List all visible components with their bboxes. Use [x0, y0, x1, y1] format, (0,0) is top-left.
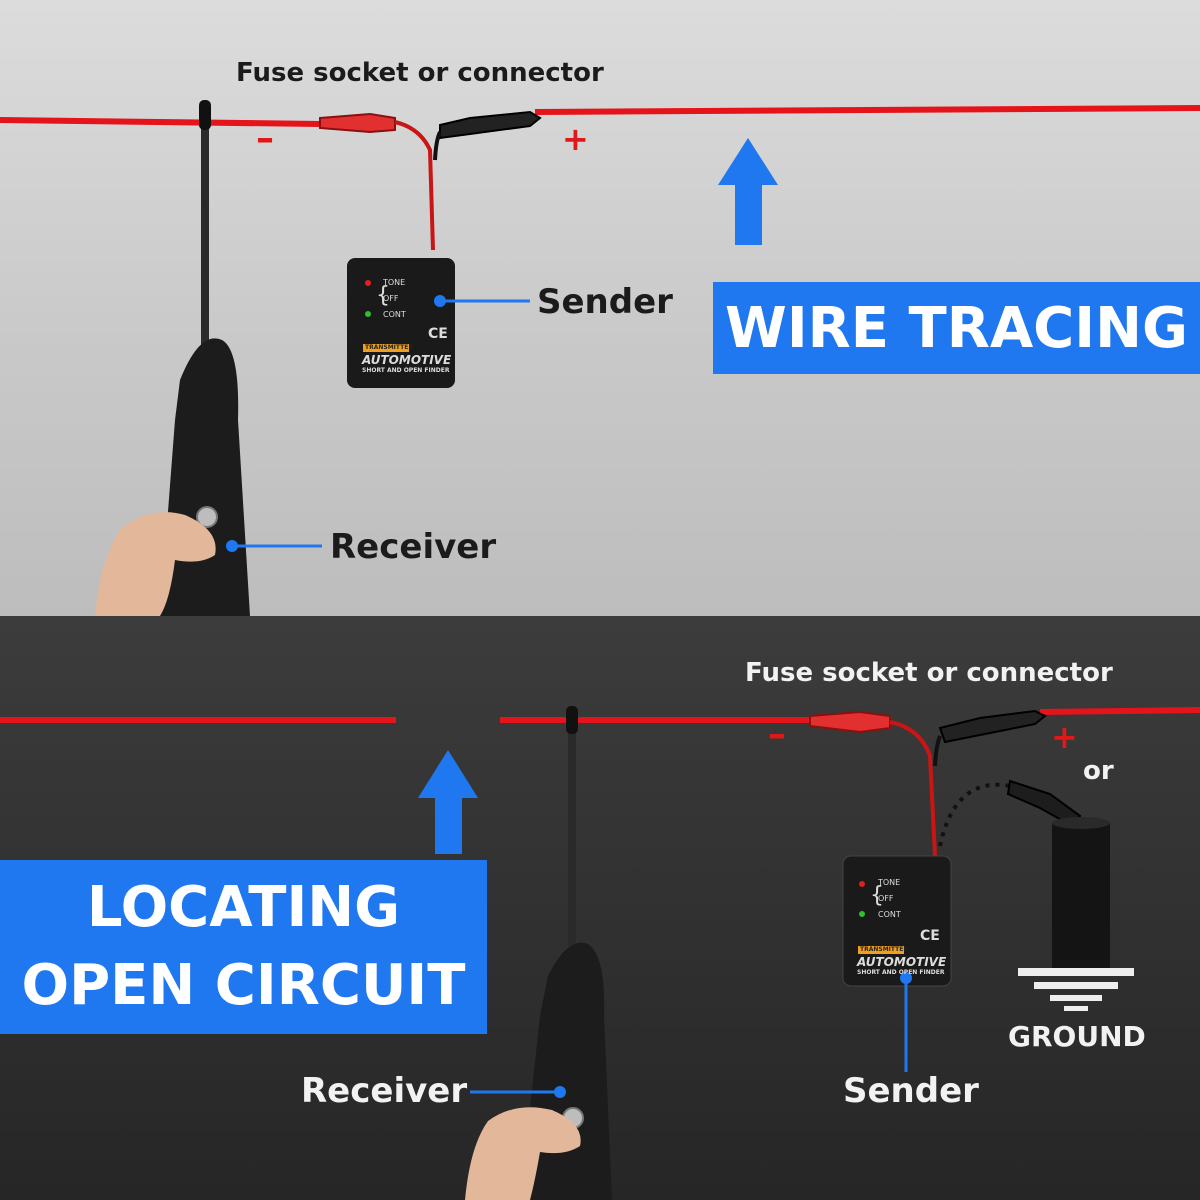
ground-label: GROUND [1008, 1020, 1146, 1053]
banner-line-2: OPEN CIRCUIT [21, 953, 466, 1018]
open-circuit-panel: { Fuse socket or connector – + or GROUND… [0, 616, 1200, 1200]
device-cont-label: CONT [878, 910, 901, 919]
device-brand: AUTOMOTIVE [362, 353, 452, 367]
black-alligator-clip-icon [933, 709, 1047, 767]
black-alligator-clip-icon [433, 110, 542, 161]
open-circuit-illustration: { [0, 706, 1200, 1200]
receiver-device [160, 338, 250, 616]
minus-sign: – [256, 118, 274, 159]
banner-line-1: LOCATING [86, 875, 401, 940]
red-wire-left [0, 117, 321, 127]
device-brand: AUTOMOTIVE [857, 955, 947, 969]
connector-label: Fuse socket or connector [745, 658, 1113, 688]
receiver-button [196, 506, 218, 528]
ce-mark: CE [920, 928, 940, 944]
cont-led-icon [365, 311, 371, 317]
tone-led-icon [859, 881, 865, 887]
device-badge: TRANSMITTER [365, 344, 413, 351]
ground-post [1052, 822, 1110, 968]
hand [95, 512, 216, 616]
plus-sign: + [1051, 718, 1078, 756]
red-alligator-clip-icon [809, 710, 937, 857]
tone-led-icon [365, 280, 371, 286]
device-subtitle: SHORT AND OPEN FINDER [857, 969, 945, 976]
up-arrow-icon [718, 138, 778, 245]
or-label: or [1083, 756, 1114, 786]
wire-tracing-banner: WIRE TRACING [713, 282, 1200, 374]
device-subtitle: SHORT AND OPEN FINDER [362, 367, 450, 374]
svg-text:{: { [870, 883, 884, 908]
receiver-label: Receiver [330, 527, 497, 567]
cont-led-icon [859, 911, 865, 917]
ce-mark: CE [428, 326, 448, 342]
red-alligator-clip-icon [319, 112, 435, 251]
svg-text:{: { [376, 283, 390, 308]
sender-label: Sender [537, 282, 673, 322]
device-tone-label: TONE [383, 278, 406, 287]
device-off-label: OFF [383, 294, 399, 303]
minus-sign: – [768, 714, 786, 755]
device-tone-label: TONE [878, 878, 901, 887]
wire-tracing-illustration: { [0, 100, 1200, 616]
dotted-ground-lead [938, 782, 1011, 847]
red-wire-right [534, 105, 1200, 115]
hand [465, 1107, 581, 1200]
up-arrow-icon [418, 750, 478, 854]
red-wire-right-segment [1039, 707, 1200, 715]
transmitter-badge [858, 946, 904, 954]
wire-tracing-panel: { Fuse socket or connector – + Sender Re… [0, 0, 1200, 616]
sender-device [347, 258, 455, 388]
sender-label: Sender [843, 1071, 979, 1111]
open-circuit-banner: LOCATING OPEN CIRCUIT [0, 860, 487, 1034]
connector-label: Fuse socket or connector [236, 58, 604, 88]
device-cont-label: CONT [383, 310, 406, 319]
device-badge: TRANSMITTER [860, 946, 908, 953]
plus-sign: + [562, 120, 589, 158]
transmitter-badge [363, 344, 409, 352]
ground-symbol-icon [1018, 968, 1134, 1011]
device-off-label: OFF [878, 894, 894, 903]
receiver-label: Receiver [301, 1071, 468, 1111]
